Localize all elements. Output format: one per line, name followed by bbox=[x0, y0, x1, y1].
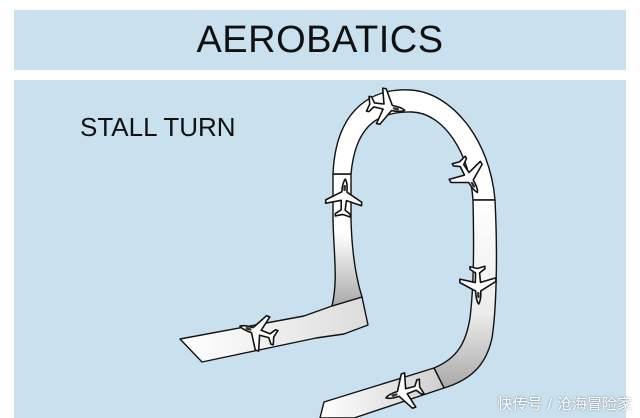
ground-ribbon-left bbox=[179, 296, 369, 363]
jet-icon bbox=[323, 176, 365, 219]
watermark: 快传号 / 沧海冒险家 bbox=[497, 395, 632, 413]
stall-turn-diagram bbox=[179, 85, 498, 418]
maneuver-label: STALL TURN bbox=[80, 112, 236, 142]
descent-section bbox=[433, 199, 498, 389]
page-title: AEROBATICS bbox=[196, 18, 444, 61]
diagram-panel: STALL TURN bbox=[14, 80, 626, 418]
ground-ribbon-right bbox=[319, 367, 445, 418]
title-banner: AEROBATICS bbox=[14, 10, 626, 70]
